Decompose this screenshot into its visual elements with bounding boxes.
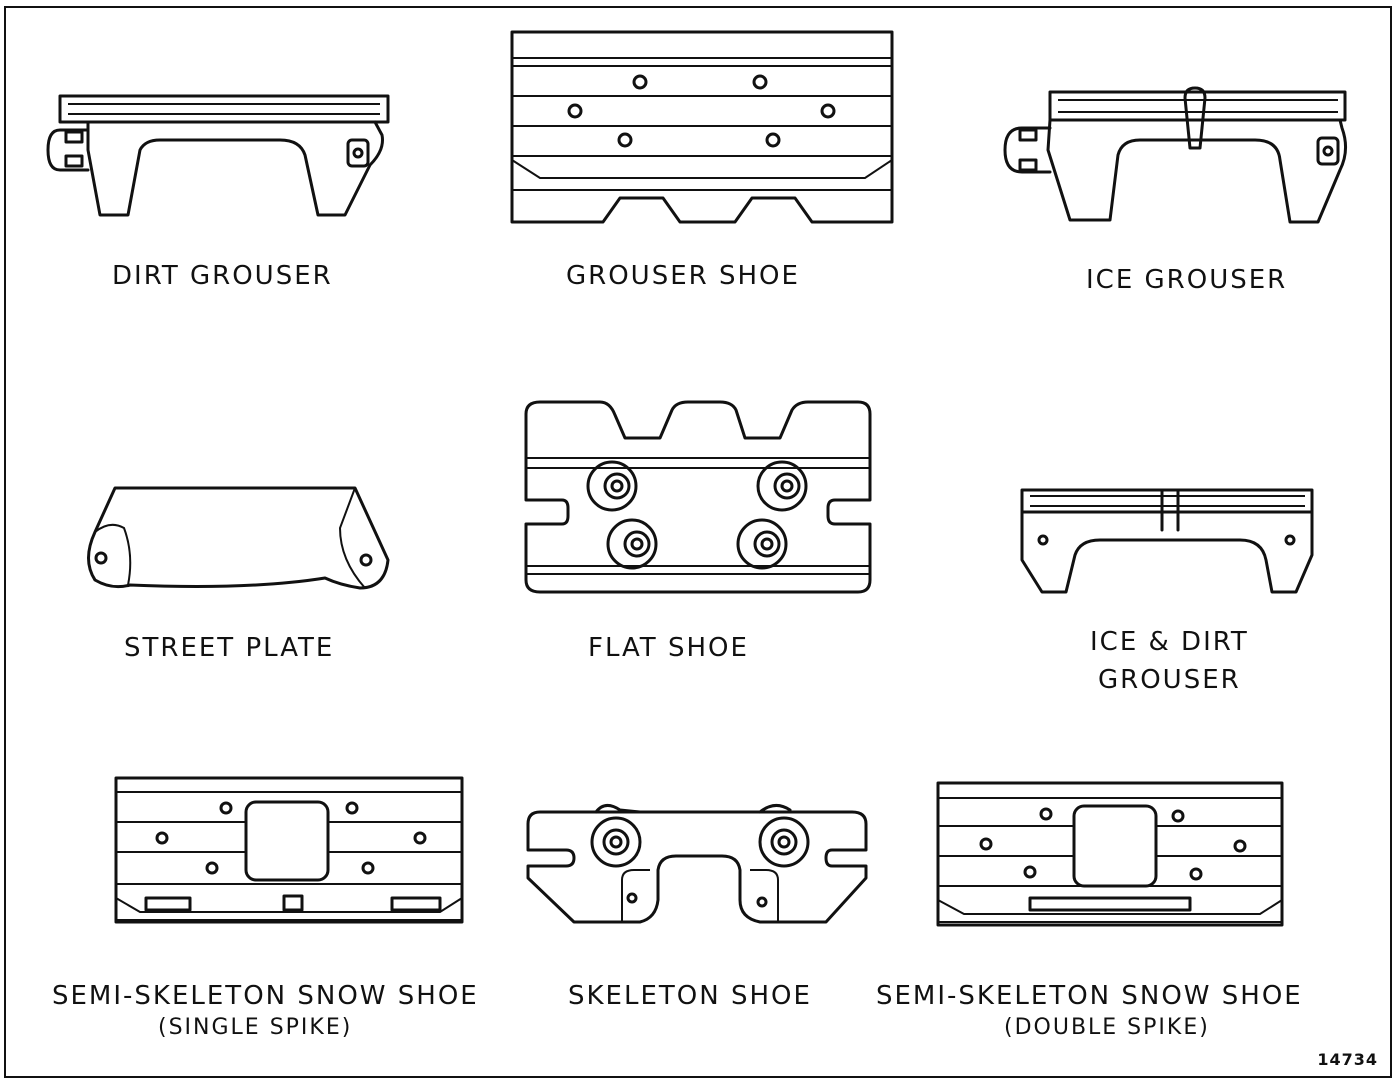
- label-dirt-grouser: DIRT GROUSER: [112, 261, 333, 291]
- dirt-grouser-drawing: [46, 94, 390, 217]
- label-grouser-shoe: GROUSER SHOE: [566, 261, 800, 291]
- grouser-shoe-drawing: [510, 30, 894, 224]
- semi-skeleton-double-spike-drawing: [936, 781, 1284, 927]
- label-semi-skeleton-double-line1: SEMI-SKELETON SNOW SHOE: [876, 981, 1303, 1011]
- skeleton-shoe-drawing: [526, 804, 868, 924]
- ice-and-dirt-grouser-drawing: [1020, 488, 1314, 594]
- label-ice-dirt-line2: GROUSER: [1098, 665, 1241, 695]
- label-flat-shoe: FLAT SHOE: [588, 633, 749, 663]
- label-skeleton-shoe: SKELETON SHOE: [568, 981, 812, 1011]
- label-semi-skeleton-single-line2: (SINGLE SPIKE): [158, 1015, 353, 1040]
- label-street-plate: STREET PLATE: [124, 633, 335, 663]
- label-ice-dirt-line1: ICE & DIRT: [1090, 627, 1249, 657]
- flat-shoe-drawing: [524, 400, 872, 594]
- figure-number: 14734: [1317, 1050, 1378, 1069]
- label-ice-grouser: ICE GROUSER: [1086, 265, 1288, 295]
- semi-skeleton-single-spike-drawing: [114, 776, 464, 924]
- label-semi-skeleton-double-line2: (DOUBLE SPIKE): [1004, 1015, 1210, 1040]
- ice-grouser-drawing: [1003, 86, 1347, 224]
- label-semi-skeleton-single-line1: SEMI-SKELETON SNOW SHOE: [52, 981, 479, 1011]
- street-plate-drawing: [87, 486, 390, 590]
- figure-frame: [4, 6, 1392, 1078]
